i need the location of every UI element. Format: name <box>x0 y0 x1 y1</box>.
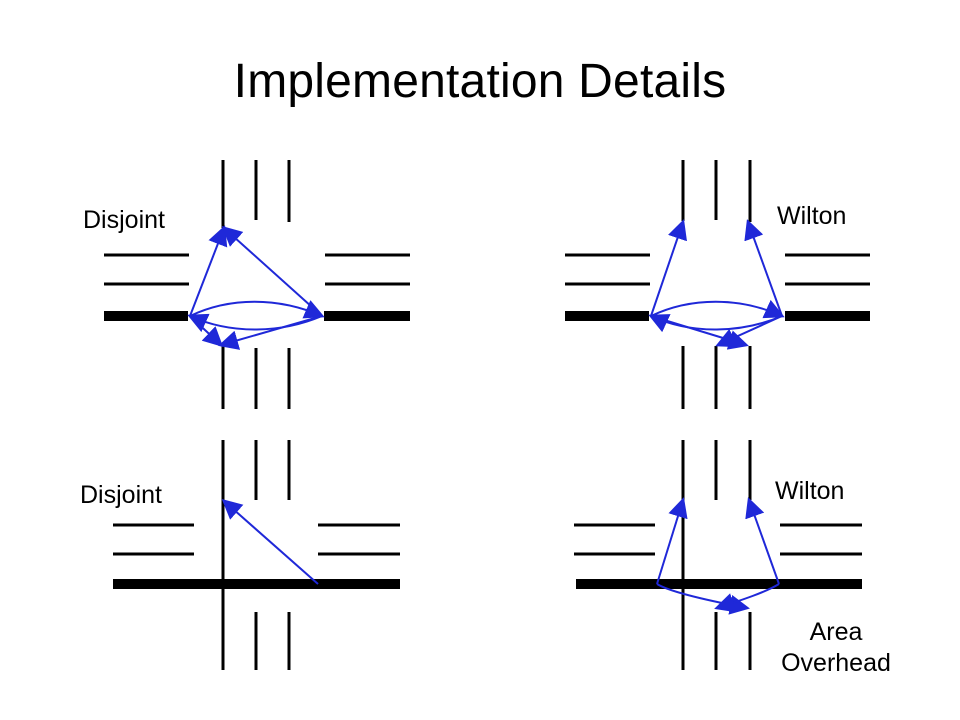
switches-top-right <box>648 219 785 350</box>
switches-bottom-right <box>656 497 780 615</box>
label-wilton-bottom: Wilton <box>775 477 845 505</box>
label-wilton-top: Wilton <box>777 202 847 230</box>
label-overhead: Overhead <box>781 649 891 678</box>
diagram-top-right-wilton <box>565 160 870 409</box>
diagram-bottom-left-disjoint <box>113 440 400 670</box>
wires-top-right <box>565 160 870 409</box>
label-disjoint-bottom: Disjoint <box>80 481 162 509</box>
wires-bottom-left <box>113 440 400 670</box>
label-area-overhead: Area Overhead <box>762 617 910 680</box>
wires-top-left <box>104 160 410 409</box>
wires-bottom-right <box>574 440 862 670</box>
label-disjoint-top: Disjoint <box>83 206 165 234</box>
switch-bottom-left <box>221 499 319 585</box>
label-area: Area <box>809 618 863 646</box>
page-title: Implementation Details <box>233 55 727 108</box>
switches-top-left <box>187 225 325 350</box>
diagram-bottom-right-wilton <box>574 440 862 670</box>
diagram-top-left-disjoint <box>104 160 410 409</box>
